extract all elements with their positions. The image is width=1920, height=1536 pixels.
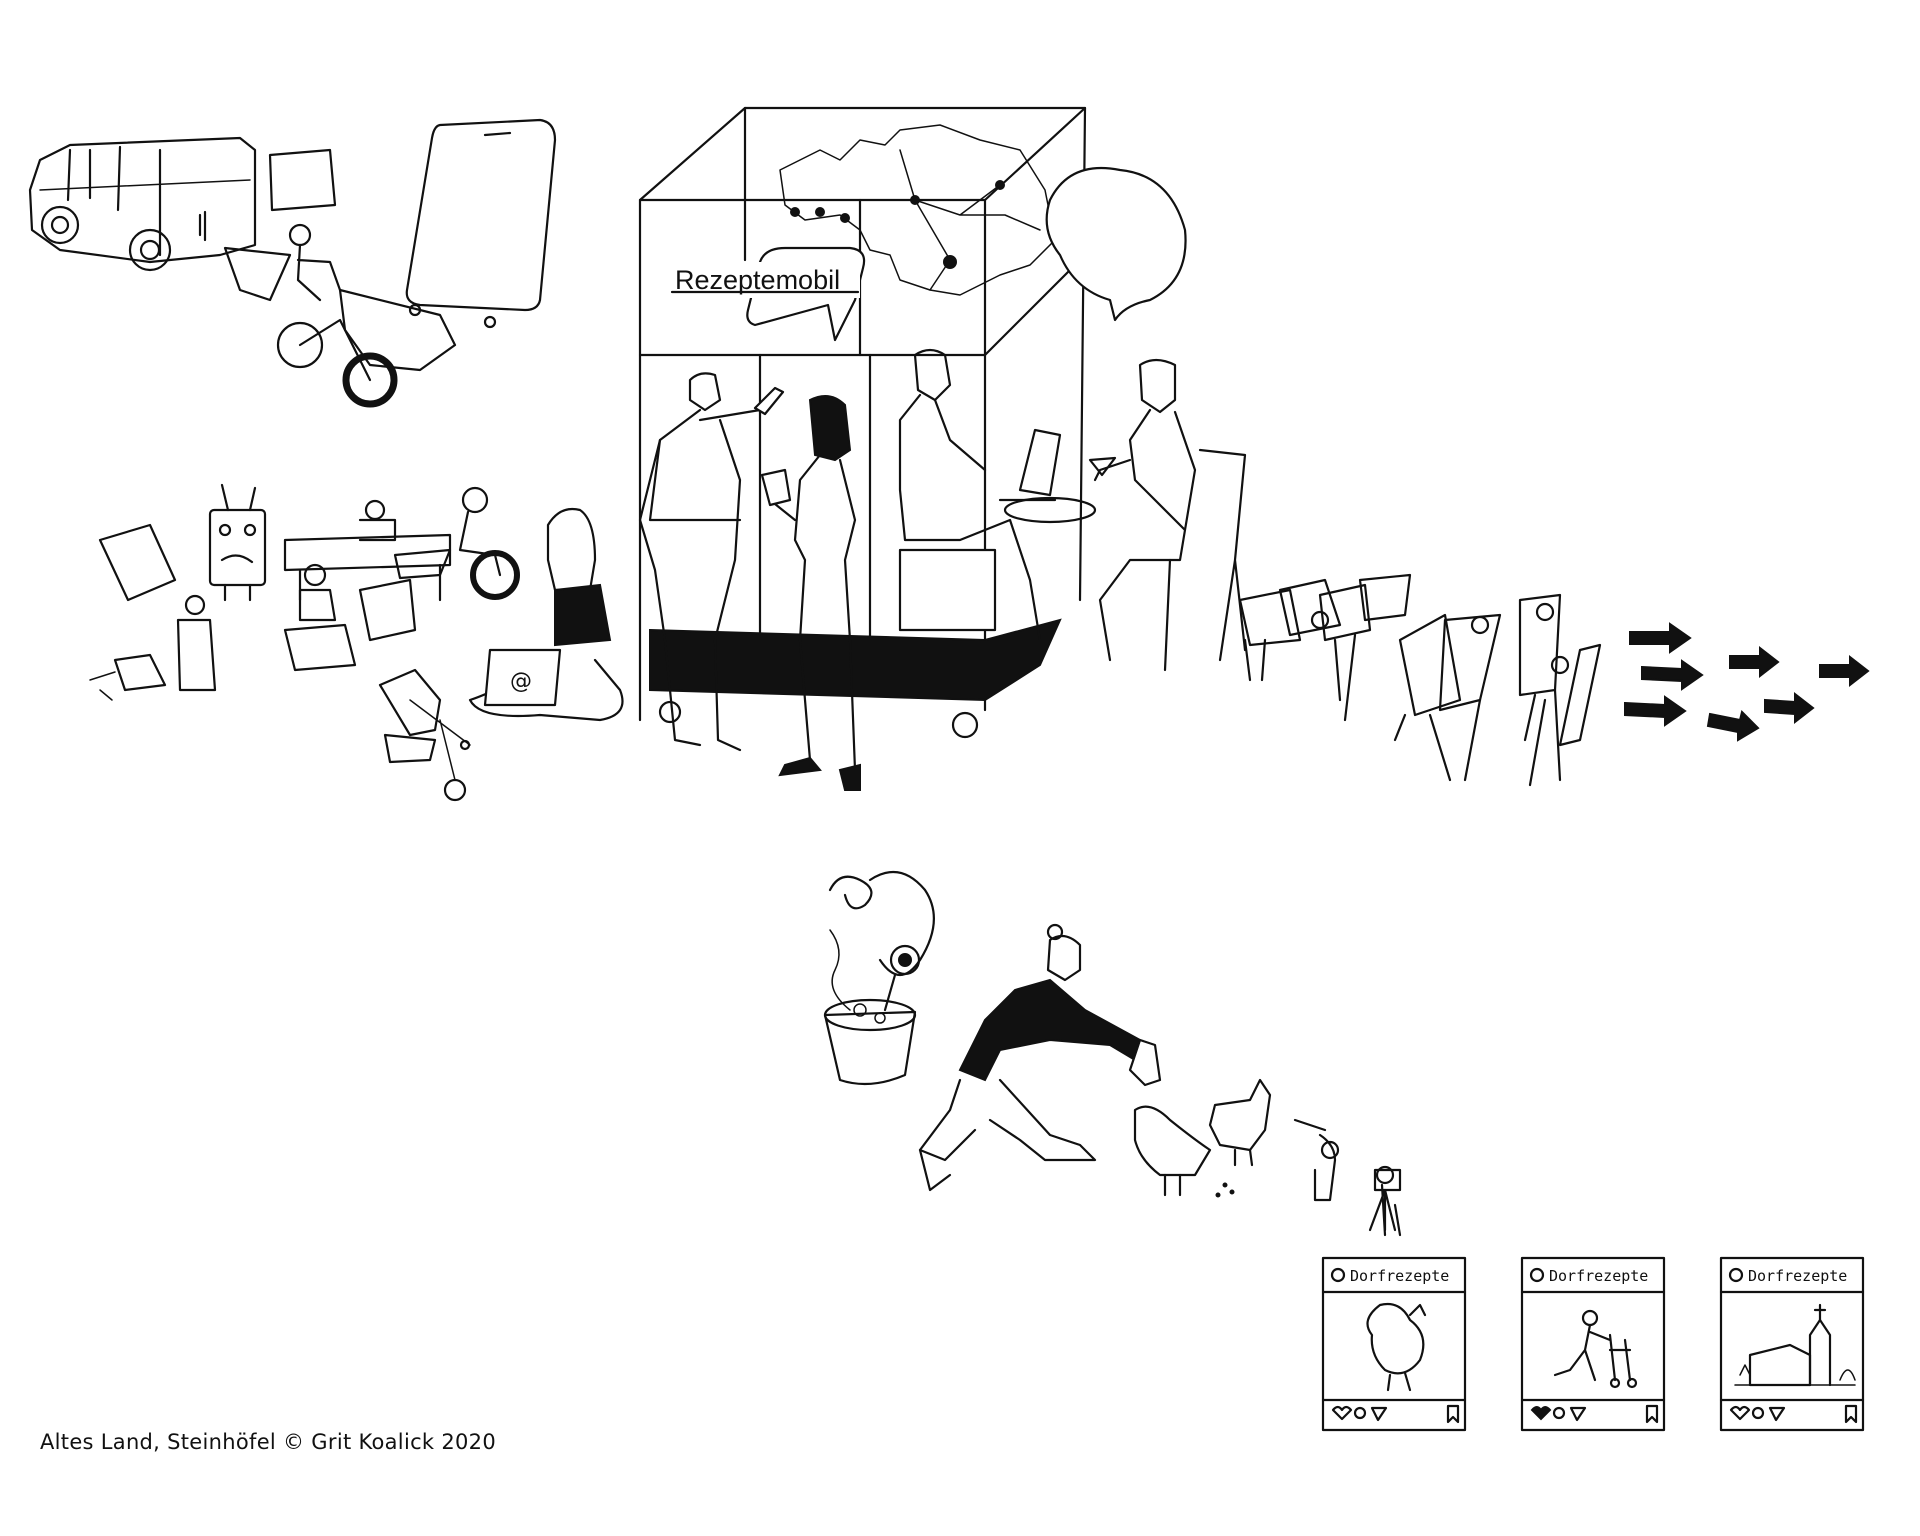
post-card-3: Dorfrezepte bbox=[1719, 1256, 1865, 1432]
post-account-1: Dorfrezepte bbox=[1350, 1267, 1449, 1285]
post-account-2: Dorfrezepte bbox=[1549, 1267, 1648, 1285]
comment-icon[interactable] bbox=[1552, 1406, 1566, 1420]
post-card-2: Dorfrezepte bbox=[1520, 1256, 1666, 1432]
post-avatar-icon bbox=[1330, 1267, 1346, 1283]
van-drawing bbox=[28, 136, 337, 302]
post-account-3: Dorfrezepte bbox=[1748, 1267, 1847, 1285]
transport-board-drawing bbox=[405, 118, 557, 329]
post-avatar-icon bbox=[1529, 1267, 1545, 1283]
comment-icon[interactable] bbox=[1353, 1406, 1367, 1420]
laptop-at-symbol: @ bbox=[510, 669, 532, 694]
image-caption: Altes Land, Steinhöfel © Grit Koalick 20… bbox=[40, 1430, 496, 1454]
bookmark-icon[interactable] bbox=[1844, 1404, 1858, 1424]
cargo-bike-drawing bbox=[276, 223, 457, 408]
cooking-scene bbox=[823, 870, 1402, 1237]
heart-icon[interactable] bbox=[1729, 1405, 1751, 1421]
heart-icon-liked[interactable] bbox=[1530, 1406, 1552, 1421]
share-icon[interactable] bbox=[1768, 1406, 1786, 1422]
comment-icon[interactable] bbox=[1751, 1406, 1765, 1420]
frame-carriers bbox=[1238, 573, 1602, 787]
rezeptemobil-box: Rezeptemobil bbox=[638, 106, 1187, 739]
movement-arrows bbox=[1624, 622, 1870, 742]
people-at-mobile bbox=[638, 348, 1247, 791]
bookmark-icon[interactable] bbox=[1645, 1404, 1659, 1424]
bookmark-icon[interactable] bbox=[1446, 1404, 1460, 1424]
rooster-drawing bbox=[1366, 1302, 1425, 1375]
rezeptemobil-sign: Rezeptemobil bbox=[675, 265, 840, 295]
church-drawing bbox=[1734, 1303, 1856, 1387]
social-posts: Dorfrezepte Dorfrezepte bbox=[1321, 1256, 1865, 1432]
post-avatar-icon bbox=[1728, 1267, 1744, 1283]
workshop-scene: @ bbox=[89, 483, 624, 802]
share-icon[interactable] bbox=[1370, 1406, 1388, 1422]
post-card-1: Dorfrezepte bbox=[1321, 1256, 1467, 1432]
person-with-walker-drawing bbox=[1553, 1309, 1638, 1389]
share-icon[interactable] bbox=[1569, 1406, 1587, 1422]
heart-icon[interactable] bbox=[1331, 1405, 1353, 1421]
